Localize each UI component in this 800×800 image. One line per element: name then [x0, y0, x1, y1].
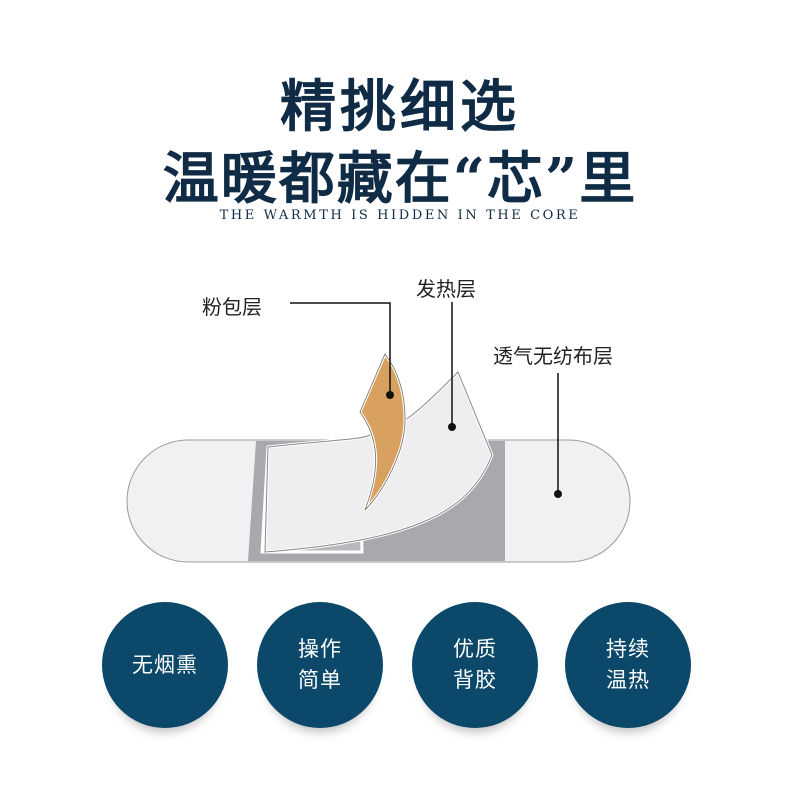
feature-text: 背胶	[453, 668, 497, 692]
label-heating-layer: 发热层	[416, 277, 476, 301]
feature-lasting-warmth: 持续温热	[565, 602, 691, 728]
feature-text: 温热	[606, 668, 650, 692]
feature-quality-adhesive: 优质背胶	[412, 602, 538, 728]
nonwoven-dot	[554, 490, 562, 498]
heating-dot	[448, 423, 456, 431]
powder-dot	[386, 391, 394, 399]
subtitle: THE WARMTH IS HIDDEN IN THE CORE	[219, 208, 581, 223]
feature-text: 无烟熏	[132, 652, 198, 677]
title-line-2: 温暖都藏在“芯”里	[162, 146, 638, 212]
powder-leader-line	[290, 302, 391, 394]
feature-text: 简单	[298, 668, 342, 692]
feature-text: 操作	[298, 637, 342, 661]
label-powder-layer: 粉包层	[202, 295, 262, 319]
feature-smokeless: 无烟熏	[102, 602, 228, 728]
feature-text: 优质	[453, 637, 497, 661]
feature-easy-operation: 操作简单	[257, 602, 383, 728]
label-nonwoven-layer: 透气无纺布层	[493, 344, 613, 368]
feature-text: 持续	[606, 637, 650, 661]
title-line-1: 精挑细选	[280, 74, 520, 140]
